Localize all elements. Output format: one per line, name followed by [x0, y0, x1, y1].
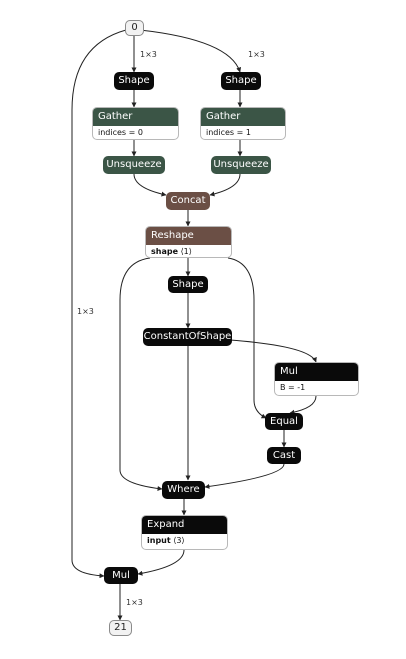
edge-label-mul-long: 1×3: [77, 307, 94, 316]
shape-node-c-label: Shape: [172, 279, 204, 290]
mul-node[interactable]: Mul: [104, 567, 138, 584]
edge-mul-b-equal: [289, 395, 317, 415]
gather-node-b[interactable]: Gather indices = 1: [200, 107, 286, 140]
where-node-label: Where: [167, 484, 200, 495]
cast-node-label: Cast: [272, 450, 296, 461]
expand-node[interactable]: Expand input ⟨3⟩: [141, 515, 228, 550]
edge-reshape-where: [119, 257, 163, 491]
mul-node-b[interactable]: Mul B = -1: [274, 362, 359, 396]
where-node[interactable]: Where: [162, 481, 205, 499]
equal-node[interactable]: Equal: [265, 413, 303, 430]
input-node-0[interactable]: 0: [125, 20, 144, 36]
gather-node-a-attr: indices = 0: [98, 128, 143, 137]
edge-label-shape-a: 1×3: [140, 50, 157, 59]
edge-0-shape-b: [139, 29, 242, 73]
edge-cast-where: [204, 463, 285, 489]
input-node-label: 0: [131, 22, 138, 33]
mul-node-b-header: Mul: [275, 363, 358, 381]
unsqueeze-node-a-label: Unsqueeze: [106, 159, 162, 170]
shape-node-b-label: Shape: [225, 75, 257, 86]
unsqueeze-node-b[interactable]: Unsqueeze: [211, 156, 271, 174]
edge-expand-mul: [137, 549, 185, 576]
concat-node[interactable]: Concat: [166, 192, 210, 210]
constantofshape-node[interactable]: ConstantOfShape: [143, 328, 232, 346]
reshape-node-attr: shape ⟨1⟩: [151, 247, 192, 256]
expand-node-header: Expand: [142, 516, 227, 534]
shape-node-b[interactable]: Shape: [221, 72, 261, 90]
unsqueeze-node-b-label: Unsqueeze: [213, 159, 269, 170]
mul-node-label: Mul: [112, 570, 130, 581]
edge-reshape-equal: [227, 257, 267, 419]
equal-node-label: Equal: [270, 416, 298, 427]
output-node-21[interactable]: 21: [109, 620, 132, 636]
shape-node-c[interactable]: Shape: [168, 276, 208, 293]
reshape-node[interactable]: Reshape shape ⟨1⟩: [145, 226, 232, 258]
reshape-node-header: Reshape: [146, 227, 231, 245]
gather-node-a-header: Gather: [93, 108, 178, 126]
edge-unsqueeze-b-concat: [209, 173, 241, 197]
gather-node-b-header: Gather: [201, 108, 285, 126]
edge-label-shape-b: 1×3: [248, 50, 265, 59]
gather-node-b-attr: indices = 1: [206, 128, 251, 137]
edge-unsqueeze-a-concat: [133, 173, 167, 197]
shape-node-a-label: Shape: [118, 75, 150, 86]
output-node-label: 21: [114, 622, 127, 633]
constantofshape-node-label: ConstantOfShape: [143, 331, 232, 342]
gather-node-a[interactable]: Gather indices = 0: [92, 107, 179, 140]
cast-node[interactable]: Cast: [267, 447, 301, 464]
expand-node-attr: input ⟨3⟩: [147, 536, 185, 545]
mul-node-b-attr: B = -1: [280, 383, 306, 392]
edge-0-mul-long: [71, 29, 127, 579]
unsqueeze-node-a[interactable]: Unsqueeze: [103, 156, 165, 174]
shape-node-a[interactable]: Shape: [114, 72, 154, 90]
edge-label-output: 1×3: [126, 598, 143, 607]
edge-constantofshape-mul-b: [229, 339, 317, 363]
concat-node-label: Concat: [170, 195, 206, 206]
